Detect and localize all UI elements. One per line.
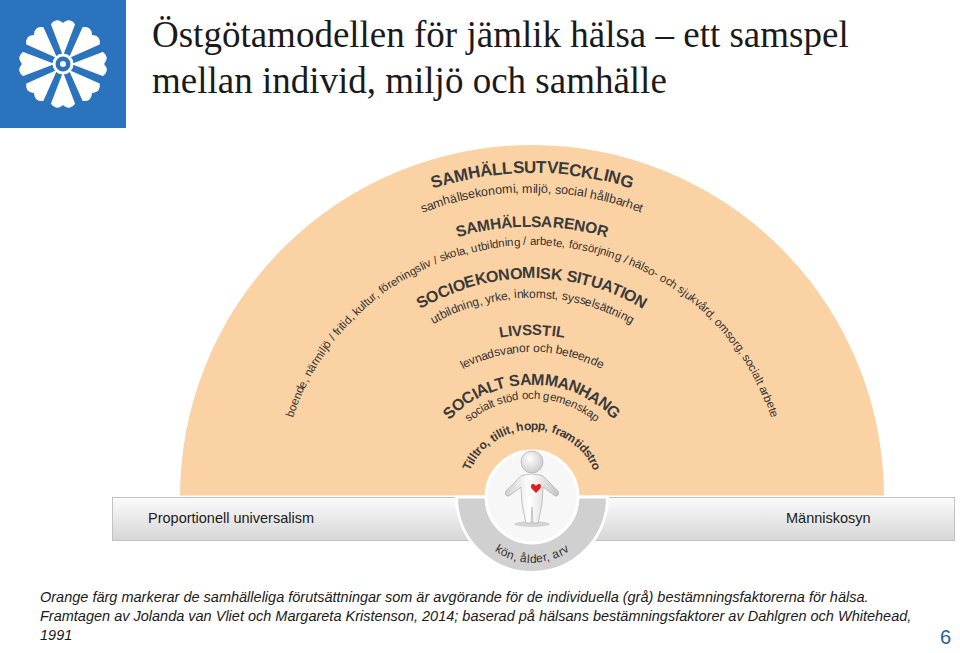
glyph: o	[529, 287, 536, 301]
band-fill	[179, 143, 886, 497]
glyph	[526, 235, 529, 249]
glyph: h	[545, 341, 553, 356]
glyph: A	[519, 369, 532, 389]
caption: Orange färg markerar de samhälleliga för…	[40, 588, 940, 645]
glyph: m	[522, 181, 533, 196]
glyph: ,	[544, 420, 550, 435]
glyph: ,	[515, 182, 519, 197]
glyph: o	[523, 419, 531, 434]
glyph: k	[523, 287, 529, 302]
arena-band: Tilltro, tillit, hopp, framtidstroSOCIAL…	[238, 203, 826, 497]
band-heading: LIVSSTIL	[490, 317, 573, 346]
slide-title: Östgötamodellen för jämlik hälsa – ett s…	[152, 12, 952, 104]
half-circle: kön, ålder, arv	[455, 497, 609, 574]
glyph: S	[512, 158, 524, 179]
band-text: boende, närmiljö / fritid, kultur, fören…	[281, 232, 784, 425]
band-text: socialt stöd och gemenskap	[459, 386, 606, 429]
glyph: m	[536, 287, 547, 302]
base-bar: Proportionell universalism Människosyn	[112, 497, 955, 541]
band-text: levnadsvanor och beteende	[452, 337, 611, 376]
glyph: L	[501, 158, 513, 179]
glyph: c	[528, 389, 534, 403]
band-heading: Tilltro, tillit, hopp, framtidstro	[457, 415, 607, 477]
logo	[0, 0, 126, 128]
glyph: ö	[541, 182, 549, 197]
glyph: o	[533, 341, 540, 356]
glyph: n	[507, 236, 515, 250]
grey-band: Tilltro, tillit, hopp, framtidstroSOCIAL…	[394, 359, 670, 497]
glyph: S	[508, 370, 521, 391]
glyph	[520, 235, 524, 249]
glyph: L	[491, 159, 503, 180]
glyph: ,	[562, 237, 567, 251]
glyph: ,	[507, 288, 512, 303]
glyph: M	[522, 263, 536, 282]
half-fill	[457, 497, 608, 573]
glyph: e	[546, 235, 553, 249]
glyph: S	[522, 321, 533, 339]
outer-band: Tilltro, tillit, hopp, framtidstroSOCIAL…	[177, 142, 887, 497]
band-shape	[346, 311, 718, 497]
glyph: S	[532, 321, 543, 339]
glyph: R	[552, 213, 565, 233]
glyph: K	[550, 264, 564, 284]
glyph: n	[516, 287, 524, 302]
glyph: T	[536, 158, 547, 179]
band-text: Människosyn	[786, 510, 871, 527]
grey-band: Tilltro, tillit, hopp, framtidstroSOCIAL…	[287, 252, 777, 497]
glyph: N	[497, 264, 511, 284]
glyph: d	[511, 390, 520, 405]
glyph: a	[530, 235, 536, 249]
glyph: L	[512, 213, 522, 232]
glyph: b	[540, 235, 547, 249]
bar-fill	[113, 498, 955, 541]
glyph: m	[502, 182, 514, 198]
band-text: samhällsekonomi, miljö, social hållbarhe…	[413, 178, 653, 220]
glyph: O	[509, 264, 523, 284]
glyph: ,	[548, 182, 552, 197]
glyph: S	[531, 213, 542, 232]
glyph: h	[534, 389, 541, 403]
glyph: S	[540, 263, 552, 283]
glyph: /	[523, 235, 527, 249]
page-number: 6	[940, 626, 951, 649]
band-text: Proportionell universalism	[148, 510, 314, 527]
glyph: o	[518, 341, 526, 356]
glyph: M	[531, 369, 545, 389]
glyph: r	[525, 341, 529, 356]
glyph: L	[521, 213, 531, 232]
grey-band: Tilltro, tillit, hopp, framtidstroSOCIAL…	[346, 311, 718, 497]
glyph: ,	[554, 288, 559, 303]
glyph	[518, 182, 522, 197]
glyph: r	[536, 235, 540, 249]
band-text: kön, ålder, arv	[488, 539, 576, 570]
glyph: d	[530, 552, 537, 566]
glyph: U	[524, 158, 536, 178]
glyph: i	[533, 181, 536, 196]
band-text: utbildning, yrke, inkomst, sysselsättnin…	[423, 283, 640, 330]
glyph: g	[513, 235, 520, 249]
glyph: L	[554, 323, 566, 342]
glyph: V	[512, 321, 524, 340]
glyph	[530, 341, 533, 355]
glyph: A	[541, 213, 553, 232]
glyph: Ä	[500, 213, 513, 233]
glyph: o	[521, 389, 528, 403]
glyph: l	[535, 181, 538, 196]
glyph: j	[538, 182, 541, 197]
glyph: V	[546, 158, 559, 179]
